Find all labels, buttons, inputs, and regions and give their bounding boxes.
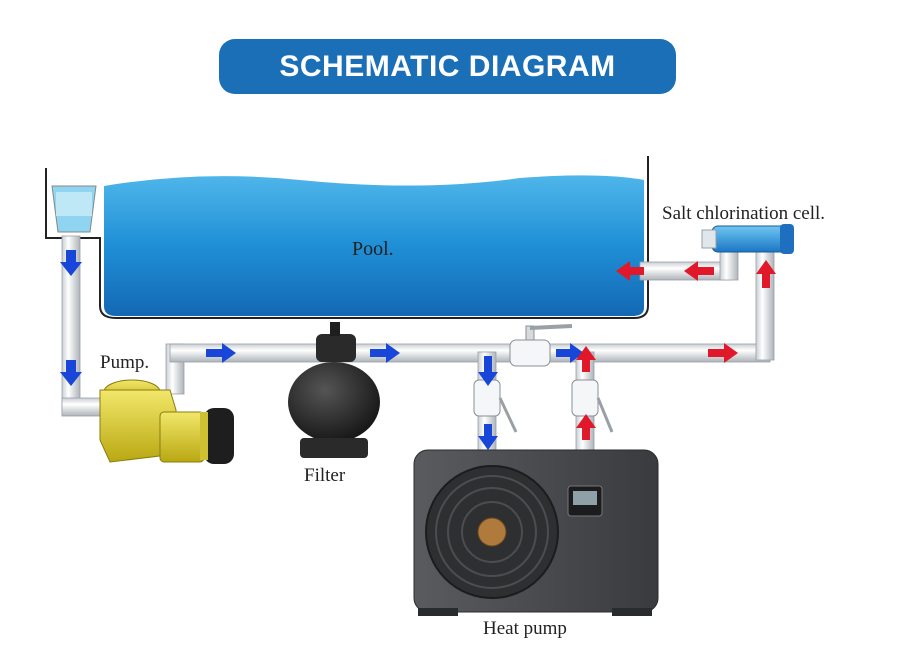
pool-water [104,175,644,316]
display-icon [567,485,603,517]
pump-icon [99,379,234,464]
heat-pump-label: Heat pump [483,618,567,639]
heat-pump-icon [413,449,659,616]
fan-icon [425,465,559,599]
pool-wall [45,156,649,319]
salt-cell-icon [701,224,794,254]
filter-label: Filter [304,465,346,486]
flow-arrows-hot [576,260,776,440]
valve-icon [509,324,573,367]
pump-label: Pump. [100,352,150,373]
pool-label: Pool. [352,238,394,260]
pool [45,156,649,319]
diagram-title: SCHEMATIC DIAGRAM [279,49,616,83]
filter-icon [288,322,380,458]
title-banner: SCHEMATIC DIAGRAM [219,39,676,94]
flow-arrows-cold [60,250,584,450]
salt-cell-label: Salt chlorination cell. [662,203,826,224]
skimmer-icon [51,185,97,233]
